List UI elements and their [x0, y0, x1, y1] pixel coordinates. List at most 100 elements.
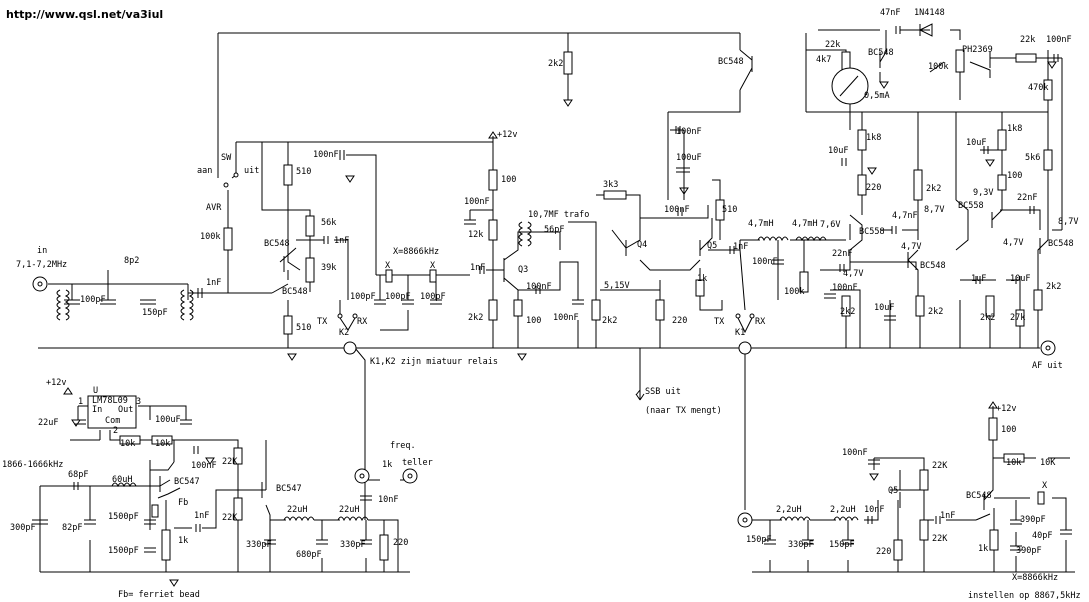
label-reg-com: Com	[105, 416, 120, 426]
resistor	[233, 497, 243, 521]
resistor	[857, 174, 867, 196]
label-c-1uF: 1uF	[971, 274, 986, 284]
resistor	[919, 519, 929, 541]
label-q3: Q3	[518, 265, 528, 275]
label-osc-freq: 1866-1666kHz	[2, 460, 63, 470]
label-c-10uF-a: 10uF	[828, 146, 848, 156]
label-rx-b: RX	[755, 317, 766, 327]
label-r-27k: 27k	[1010, 313, 1025, 323]
label-c-100nF-g: 100nF	[1046, 35, 1072, 45]
label-fb-note: Fb= ferriet bead	[118, 590, 200, 600]
label-r-1k-b: 1k	[178, 536, 188, 546]
resistor	[988, 417, 998, 441]
label-v-87-b: 8,7V	[1058, 217, 1078, 227]
label-c-1nF-c: 1nF	[470, 263, 485, 273]
label-r-2k2-d: 2k2	[840, 307, 855, 317]
label-in-freq: 7,1-7,2MHz	[16, 260, 67, 270]
wiring	[38, 29, 1075, 573]
capacitor	[772, 259, 784, 265]
label-v-87-a: 8,7V	[924, 205, 944, 215]
label-pin2: 2	[113, 426, 118, 436]
label-c-100nF-j: 100nF	[191, 461, 217, 471]
resistor	[1043, 79, 1053, 101]
resistor	[997, 174, 1007, 191]
resistor	[1015, 53, 1037, 63]
label-c-1nF-d: 1nF	[733, 242, 748, 252]
resistor	[799, 271, 809, 293]
resistor	[305, 257, 315, 283]
label-bc558-a: BC558	[859, 227, 885, 237]
relay-k1-rx	[749, 313, 755, 319]
inductor	[111, 482, 137, 488]
transistor-bc548-top	[739, 49, 753, 91]
label-r-5k6: 5k6	[1025, 153, 1040, 163]
label-bc547-a: BC547	[174, 477, 200, 487]
label-bc547-b: BC547	[276, 484, 302, 494]
label-c-10uF-b: 10uF	[874, 303, 894, 313]
label-c-22nF-a: 22nF	[832, 249, 852, 259]
label-m-05ma: 0,5mA	[864, 91, 890, 101]
label-r-10k-b: 10k	[155, 439, 170, 449]
meter-05ma	[831, 67, 869, 105]
label-x-b: X	[430, 261, 436, 271]
label-r-12k: 12k	[468, 230, 483, 240]
label-c-330pF-b: 330pF	[340, 540, 366, 550]
label-r-510-c: 510	[722, 205, 737, 215]
label-pin3: 3	[136, 397, 141, 407]
transistor-bc548-mix	[279, 247, 297, 272]
resistor	[1003, 453, 1025, 463]
label-v-47-c: 4,7V	[1003, 238, 1023, 248]
label-c-1nF-a: 1nF	[206, 278, 221, 288]
label-c-100nF-b: 100nF	[464, 197, 490, 207]
switch-contact-uit	[233, 172, 239, 178]
capacitor	[64, 299, 156, 305]
relay-k2	[343, 341, 357, 355]
label-plus12-b: +12v	[46, 378, 66, 388]
resistor	[1015, 309, 1025, 327]
capacitor	[464, 219, 485, 274]
label-r-100k-a: 100k	[200, 232, 220, 242]
label-plus12-c: +12v	[996, 404, 1016, 414]
label-c-100nF-a: 100nF	[313, 150, 339, 160]
label-bc548-b: BC548	[282, 287, 308, 297]
resistor	[488, 219, 498, 241]
label-pin1: 1	[78, 397, 83, 407]
resistor	[513, 299, 523, 317]
capacitor	[677, 208, 735, 254]
label-r-2k2-f: 2k2	[928, 307, 943, 317]
label-c-680pF: 680pF	[296, 550, 322, 560]
inductor	[188, 289, 194, 321]
resistor	[161, 529, 171, 561]
switch-contact-aan	[223, 182, 229, 188]
label-c-82pF: 82pF	[62, 523, 82, 533]
resistor	[915, 295, 925, 317]
label-trafo: 10,7MF trafo	[528, 210, 589, 220]
inductor	[518, 221, 524, 247]
capacitor	[824, 293, 896, 321]
relay-k2-rx	[352, 313, 358, 319]
label-c-100pF-d: 100pF	[420, 292, 446, 302]
inductor	[779, 516, 811, 522]
label-r-100k-b: 100k	[928, 62, 948, 72]
label-tx-a: TX	[317, 317, 328, 327]
inductor	[56, 289, 62, 321]
label-plus12-a: +12v	[497, 130, 517, 140]
label-bc548-a: BC548	[264, 239, 290, 249]
label-reg-out: Out	[118, 405, 133, 415]
label-c-47nF-b: 4,7nF	[892, 211, 918, 221]
label-r-1k8-a: 1k8	[866, 133, 881, 143]
label-teller: teller	[402, 458, 433, 468]
inductor	[757, 236, 789, 242]
inductor	[526, 221, 532, 247]
label-v-47-b: 4,7V	[901, 242, 921, 252]
capacitor	[1010, 519, 1072, 551]
inductor	[283, 516, 315, 522]
label-relais-note: K1,K2 zijn miatuur relais	[370, 357, 498, 367]
crystal-x2	[429, 269, 437, 283]
label-v-93: 9,3V	[973, 188, 993, 198]
label-r-470k: 470k	[1028, 83, 1048, 93]
capacitor	[144, 519, 201, 553]
label-l-22uh-b: 22uH	[339, 505, 359, 515]
resistor	[841, 295, 851, 317]
